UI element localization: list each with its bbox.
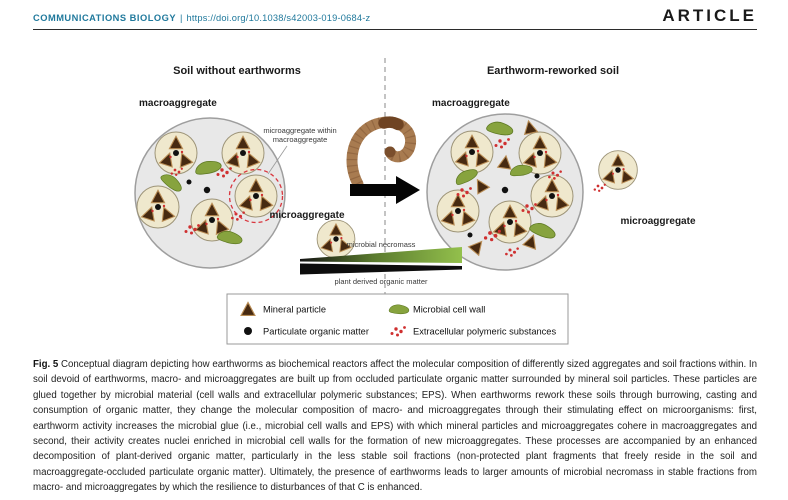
micro-within-macro-annotation: microaggregate within macroaggregate bbox=[263, 126, 337, 175]
plant-organic-matter-wedge bbox=[300, 263, 462, 275]
journal-line: COMMUNICATIONS BIOLOGY|https://doi.org/1… bbox=[33, 8, 370, 26]
microaggregate-icon bbox=[451, 131, 493, 173]
right-panel-title: Earthworm-reworked soil bbox=[487, 65, 619, 77]
figure-caption-number: Fig. 5 bbox=[33, 359, 59, 370]
earthworm-icon bbox=[346, 116, 417, 190]
particulate-organic-matter-icon bbox=[501, 186, 509, 194]
left-panel-title: Soil without earthworms bbox=[173, 65, 301, 77]
particulate-organic-matter-icon bbox=[534, 173, 540, 179]
microaggregate-icon bbox=[437, 190, 479, 232]
doi-link[interactable]: https://doi.org/10.1038/s42003-019-0684-… bbox=[186, 13, 371, 23]
legend-cell-wall-label: Microbial cell wall bbox=[413, 305, 485, 315]
annotation-line2: macroaggregate bbox=[273, 135, 328, 144]
header-rule bbox=[33, 29, 757, 30]
left-panel: Soil without earthworms macroaggregate bbox=[134, 65, 355, 269]
figure-5-diagram: Soil without earthworms macroaggregate bbox=[134, 58, 696, 345]
figure-caption-text: Conceptual diagram depicting how earthwo… bbox=[33, 359, 757, 494]
separator: | bbox=[180, 13, 183, 23]
eps-icon bbox=[593, 183, 606, 192]
microbial-necromass-label: microbial necromass bbox=[347, 240, 416, 249]
figure-caption: Fig. 5 Conceptual diagram depicting how … bbox=[33, 357, 757, 496]
macroaggregate-label-right: macroaggregate bbox=[432, 98, 510, 109]
gradient-bars: microbial necromass plant derived organi… bbox=[300, 240, 462, 286]
journal-name: COMMUNICATIONS BIOLOGY bbox=[33, 13, 177, 23]
macroaggregate-left bbox=[134, 117, 286, 269]
particulate-organic-matter-icon bbox=[467, 232, 473, 238]
annotation-line1: microaggregate within bbox=[263, 126, 336, 135]
free-microaggregate-left bbox=[317, 220, 355, 258]
microbial-necromass-wedge bbox=[300, 247, 462, 263]
figure-legend: Mineral particle Particulate organic mat… bbox=[226, 293, 569, 345]
right-panel: Earthworm-reworked soil macroaggregate bbox=[426, 65, 696, 271]
particulate-organic-matter-icon bbox=[244, 327, 252, 335]
macroaggregate-right bbox=[426, 113, 584, 271]
microaggregate-icon bbox=[222, 132, 264, 174]
micro-within-macro-dashed-circle bbox=[228, 168, 284, 224]
legend-pom-label: Particulate organic matter bbox=[263, 327, 369, 337]
article-label: ARTICLE bbox=[662, 6, 757, 25]
page-header: COMMUNICATIONS BIOLOGY|https://doi.org/1… bbox=[33, 6, 757, 26]
microaggregate-label-left: microaggregate bbox=[269, 210, 344, 221]
transformation-arrow-icon bbox=[350, 176, 420, 204]
free-microaggregate-right bbox=[599, 151, 638, 190]
microaggregate-label-right: microaggregate bbox=[620, 216, 695, 227]
legend-mineral-label: Mineral particle bbox=[263, 305, 326, 315]
particulate-organic-matter-icon bbox=[203, 186, 211, 194]
microaggregate-icon bbox=[155, 132, 197, 174]
microaggregate-icon bbox=[137, 186, 179, 228]
microaggregate-icon bbox=[531, 175, 573, 217]
legend-eps-label: Extracellular polymeric substances bbox=[413, 327, 556, 337]
macroaggregate-label-left: macroaggregate bbox=[139, 98, 217, 109]
particulate-organic-matter-icon bbox=[186, 179, 192, 185]
plant-organic-matter-label: plant derived organic matter bbox=[335, 277, 428, 286]
